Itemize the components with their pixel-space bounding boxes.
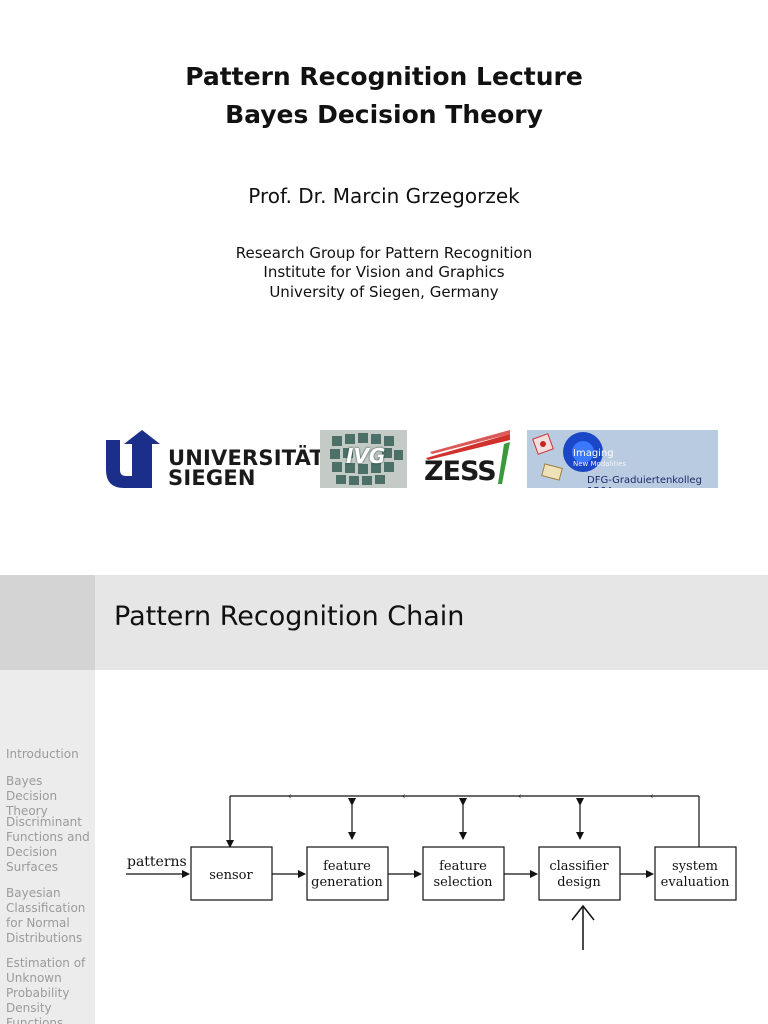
logo-text: New Modalities bbox=[573, 460, 626, 468]
sidebar-item-bayesian-classification[interactable]: Bayesian Classification for Normal Distr… bbox=[6, 886, 92, 946]
box-label: selection bbox=[433, 875, 493, 890]
feedback-loop bbox=[230, 796, 699, 847]
slide-header: Pattern Recognition Chain bbox=[0, 575, 768, 670]
sidebar-item-discriminant-functions[interactable]: Discriminant Functions and Decision Surf… bbox=[6, 815, 92, 875]
author-name: Prof. Dr. Marcin Grzegorzek bbox=[0, 184, 768, 208]
section-sidebar: Introduction Bayes Decision Theory Discr… bbox=[0, 670, 95, 1024]
chain-box-classifier-design: classifier design bbox=[539, 847, 620, 900]
classifier-external-input-arrow bbox=[572, 906, 594, 950]
zess-logo: ZESS bbox=[424, 430, 512, 488]
logo-text: DFG-Graduiertenkolleg 1564 bbox=[587, 475, 718, 488]
svg-text:‹: ‹ bbox=[402, 792, 406, 802]
logo-text: IVG bbox=[346, 444, 385, 468]
svg-text:‹: ‹ bbox=[650, 792, 654, 802]
pattern-recognition-chain-diagram: ‹‹‹‹ patterns sensor feature generation … bbox=[120, 780, 750, 960]
lecture-title: Pattern Recognition Lecture bbox=[0, 58, 768, 96]
svg-text:‹: ‹ bbox=[288, 792, 292, 802]
box-label: design bbox=[557, 875, 601, 890]
sidebar-item-bayes-decision-theory[interactable]: Bayes Decision Theory bbox=[6, 774, 92, 819]
slide-title: Pattern Recognition Chain bbox=[114, 601, 464, 632]
logo-text: SIEGEN bbox=[168, 467, 256, 489]
box-label: feature bbox=[323, 859, 371, 874]
chain-box-sensor: sensor bbox=[191, 847, 272, 900]
ivg-logo: IVG bbox=[320, 430, 407, 488]
box-label: generation bbox=[311, 875, 383, 890]
header-corner bbox=[0, 575, 95, 670]
feedback-direction-marks: ‹ ‹ ‹ ‹ bbox=[288, 792, 654, 802]
sidebar-item-introduction[interactable]: Introduction bbox=[6, 747, 92, 762]
chain-box-feature-generation: feature generation bbox=[307, 847, 388, 900]
box-label: classifier bbox=[549, 859, 609, 874]
box-label: evaluation bbox=[661, 875, 730, 890]
box-label: system bbox=[672, 859, 718, 874]
svg-text:‹: ‹ bbox=[518, 792, 522, 802]
dfg-graduiertenkolleg-logo: Imaging New Modalities DFG-Graduiertenko… bbox=[527, 430, 718, 488]
box-label: feature bbox=[439, 859, 487, 874]
university-siegen-mark bbox=[104, 430, 164, 488]
affiliation-line: University of Siegen, Germany bbox=[0, 282, 768, 302]
sidebar-item-estimation-density[interactable]: Estimation of Unknown Probability Densit… bbox=[6, 956, 92, 1024]
feedback-links bbox=[352, 805, 580, 839]
chain-box-system-evaluation: system evaluation bbox=[655, 847, 736, 900]
lecture-subtitle: Bayes Decision Theory bbox=[0, 96, 768, 134]
university-siegen-logo: UNIVERSITÄT SIEGEN bbox=[104, 430, 310, 488]
logo-text: ZESS bbox=[424, 456, 496, 487]
input-label: patterns bbox=[127, 854, 187, 870]
chain-box-feature-selection: feature selection bbox=[423, 847, 504, 900]
logo-text: Imaging bbox=[573, 448, 614, 459]
box-label: sensor bbox=[209, 868, 253, 883]
affiliation-line: Institute for Vision and Graphics bbox=[0, 262, 768, 282]
affiliation-line: Research Group for Pattern Recognition bbox=[0, 243, 768, 263]
title-slide: Pattern Recognition Lecture Bayes Decisi… bbox=[0, 0, 768, 575]
